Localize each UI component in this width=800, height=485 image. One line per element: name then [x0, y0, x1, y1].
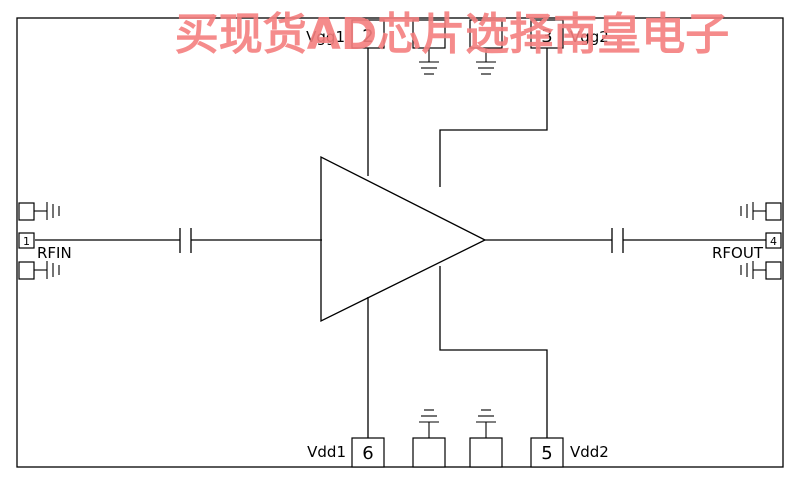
watermark-text: 买现货AD芯片选择南皇电子: [175, 9, 730, 60]
bottom-ground-pad-1: [412, 409, 446, 468]
left-ground-pad-top: [18, 202, 60, 221]
left-ground-pad-bottom: [18, 261, 60, 280]
pin-5-pad: [530, 437, 564, 468]
pin-3-pad: [530, 19, 564, 49]
top-ground-pad-1: [412, 19, 446, 75]
pin-2-number: 2: [362, 26, 373, 47]
right-ground-pad-bottom: [740, 261, 782, 280]
vgg2-bias-line: [439, 48, 548, 187]
pin-2-pad: [351, 19, 385, 49]
pin-3-label: Vgg2: [570, 28, 609, 46]
pin-6-number: 6: [362, 443, 373, 464]
bottom-ground-pad-2: [469, 409, 503, 468]
rf-input-path: [35, 228, 322, 253]
pin-3-number: 3: [541, 26, 552, 47]
pin-2-label: Vgg1: [306, 28, 345, 46]
pin-4-pad: [765, 232, 782, 249]
right-ground-pad-top: [740, 202, 782, 221]
top-ground-pad-2: [469, 19, 503, 75]
pin-1-pad: [18, 232, 35, 249]
amplifier-triangle: [320, 155, 487, 323]
pin-1-label: RFIN: [37, 244, 72, 262]
pin-1-number: 1: [23, 235, 30, 248]
vdd2-bias-line: [439, 266, 548, 438]
rf-output-path: [485, 228, 767, 253]
pin-5-number: 5: [541, 443, 552, 464]
die-outline: [16, 17, 784, 468]
pin-6-label: Vdd1: [307, 443, 346, 461]
pin-6-pad: [351, 437, 385, 468]
pin-4-number: 4: [770, 235, 777, 248]
pin-5-label: Vdd2: [570, 443, 609, 461]
pin-4-label: RFOUT: [712, 244, 764, 262]
